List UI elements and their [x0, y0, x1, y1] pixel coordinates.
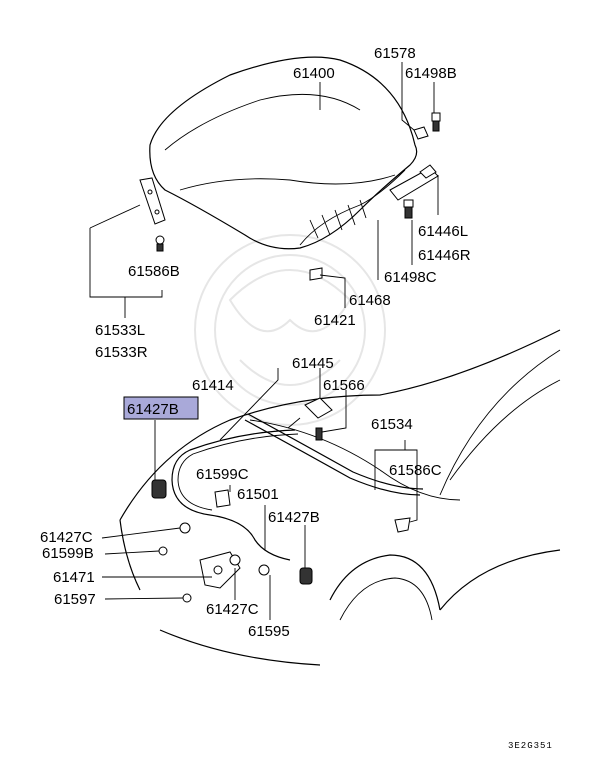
label-61586C: 61586C	[389, 462, 442, 479]
leader-lines	[89, 62, 439, 620]
label-61586B: 61586B	[128, 263, 180, 280]
clip-61586C	[394, 517, 411, 533]
stopper-61427B-left	[151, 479, 167, 499]
label-61446L: 61446L	[418, 223, 468, 240]
hood-hinge-left	[139, 177, 166, 225]
clip-61421	[309, 267, 323, 281]
label-61427B-highlighted[interactable]: 61427B	[127, 401, 179, 418]
clip-61599C	[214, 489, 231, 508]
label-61414: 61414	[192, 377, 234, 394]
label-61468: 61468	[349, 292, 391, 309]
clip-61599B	[158, 546, 168, 556]
hood-hinge-right	[389, 164, 439, 201]
label-61566: 61566	[323, 377, 365, 394]
label-61597: 61597	[54, 591, 96, 608]
clip-61586B	[155, 235, 165, 252]
label-61471: 61471	[53, 569, 95, 586]
watermark-emblem	[194, 234, 386, 426]
label-61421: 61421	[314, 312, 356, 329]
label-61445: 61445	[292, 355, 334, 372]
label-61427B: 61427B	[268, 509, 320, 526]
label-61427C-a: 61427C	[40, 529, 93, 546]
screw-61566	[315, 427, 323, 441]
hood-cable	[171, 429, 299, 561]
hood-seal	[244, 413, 424, 496]
label-61533R: 61533R	[95, 344, 148, 361]
highlight-box	[123, 396, 199, 420]
label-61498C: 61498C	[384, 269, 437, 286]
bolt-61498C	[403, 199, 414, 219]
label-61599B: 61599B	[42, 545, 94, 562]
label-61533L: 61533L	[95, 322, 145, 339]
label-61599C: 61599C	[196, 466, 249, 483]
label-61400: 61400	[293, 65, 335, 82]
stopper-61427C-a	[179, 522, 191, 534]
hood-stay	[287, 397, 333, 429]
stopper-61427C-b	[229, 554, 241, 566]
hood-panel	[149, 56, 418, 250]
label-61578: 61578	[374, 45, 416, 62]
clip-61595	[258, 564, 270, 576]
screw-61597	[182, 593, 192, 603]
label-61498B: 61498B	[405, 65, 457, 82]
diagram-code: 3E2G351	[508, 741, 553, 751]
label-61446R: 61446R	[418, 247, 471, 264]
bolt-61578	[413, 126, 429, 140]
stopper-61427B-right	[299, 567, 313, 585]
label-61501: 61501	[237, 486, 279, 503]
label-61427C-b: 61427C	[206, 601, 259, 618]
label-61534: 61534	[371, 416, 413, 433]
bolt-61498B	[431, 112, 441, 132]
label-61595: 61595	[248, 623, 290, 640]
vehicle-body	[119, 329, 561, 666]
